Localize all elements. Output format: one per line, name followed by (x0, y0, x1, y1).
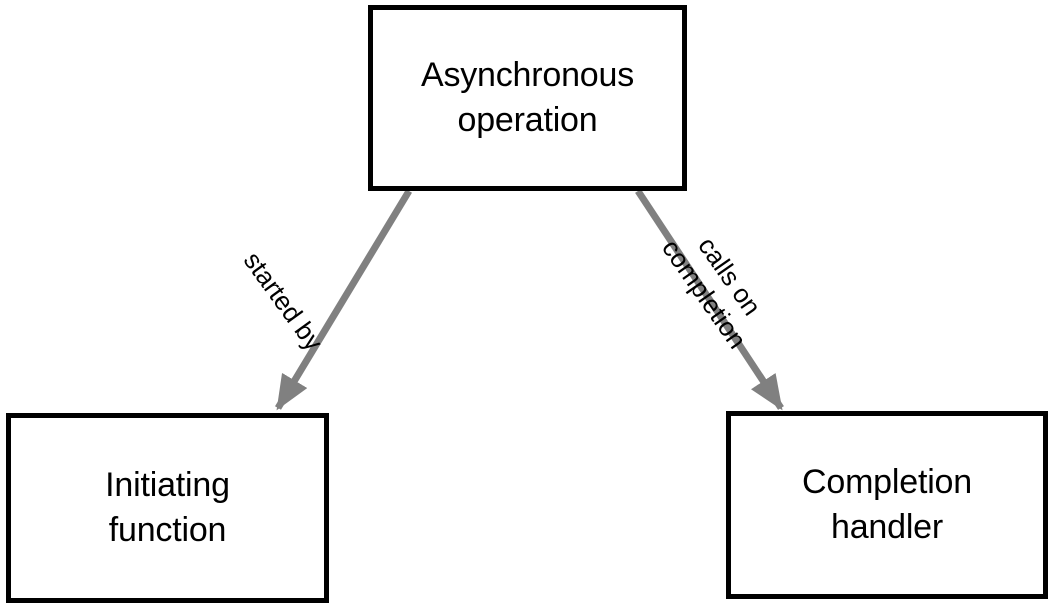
node-label-line-1: Completion (802, 462, 972, 501)
node-completion-handler[interactable]: Completion handler (726, 411, 1048, 599)
node-label-line-2: handler (830, 508, 944, 546)
node-label-line-1: Asynchronous (420, 55, 635, 94)
node-asynchronous-operation[interactable]: Asynchronous operation (368, 5, 687, 191)
node-label-line-2: operation (457, 101, 598, 139)
edge-started-by-line (275, 189, 412, 411)
node-label-line-1: Initiating (105, 465, 230, 504)
node-label-line-2: function (108, 511, 227, 549)
node-initiating-function[interactable]: Initiating function (6, 413, 329, 603)
edge-calls-on-completion-line (635, 189, 784, 411)
